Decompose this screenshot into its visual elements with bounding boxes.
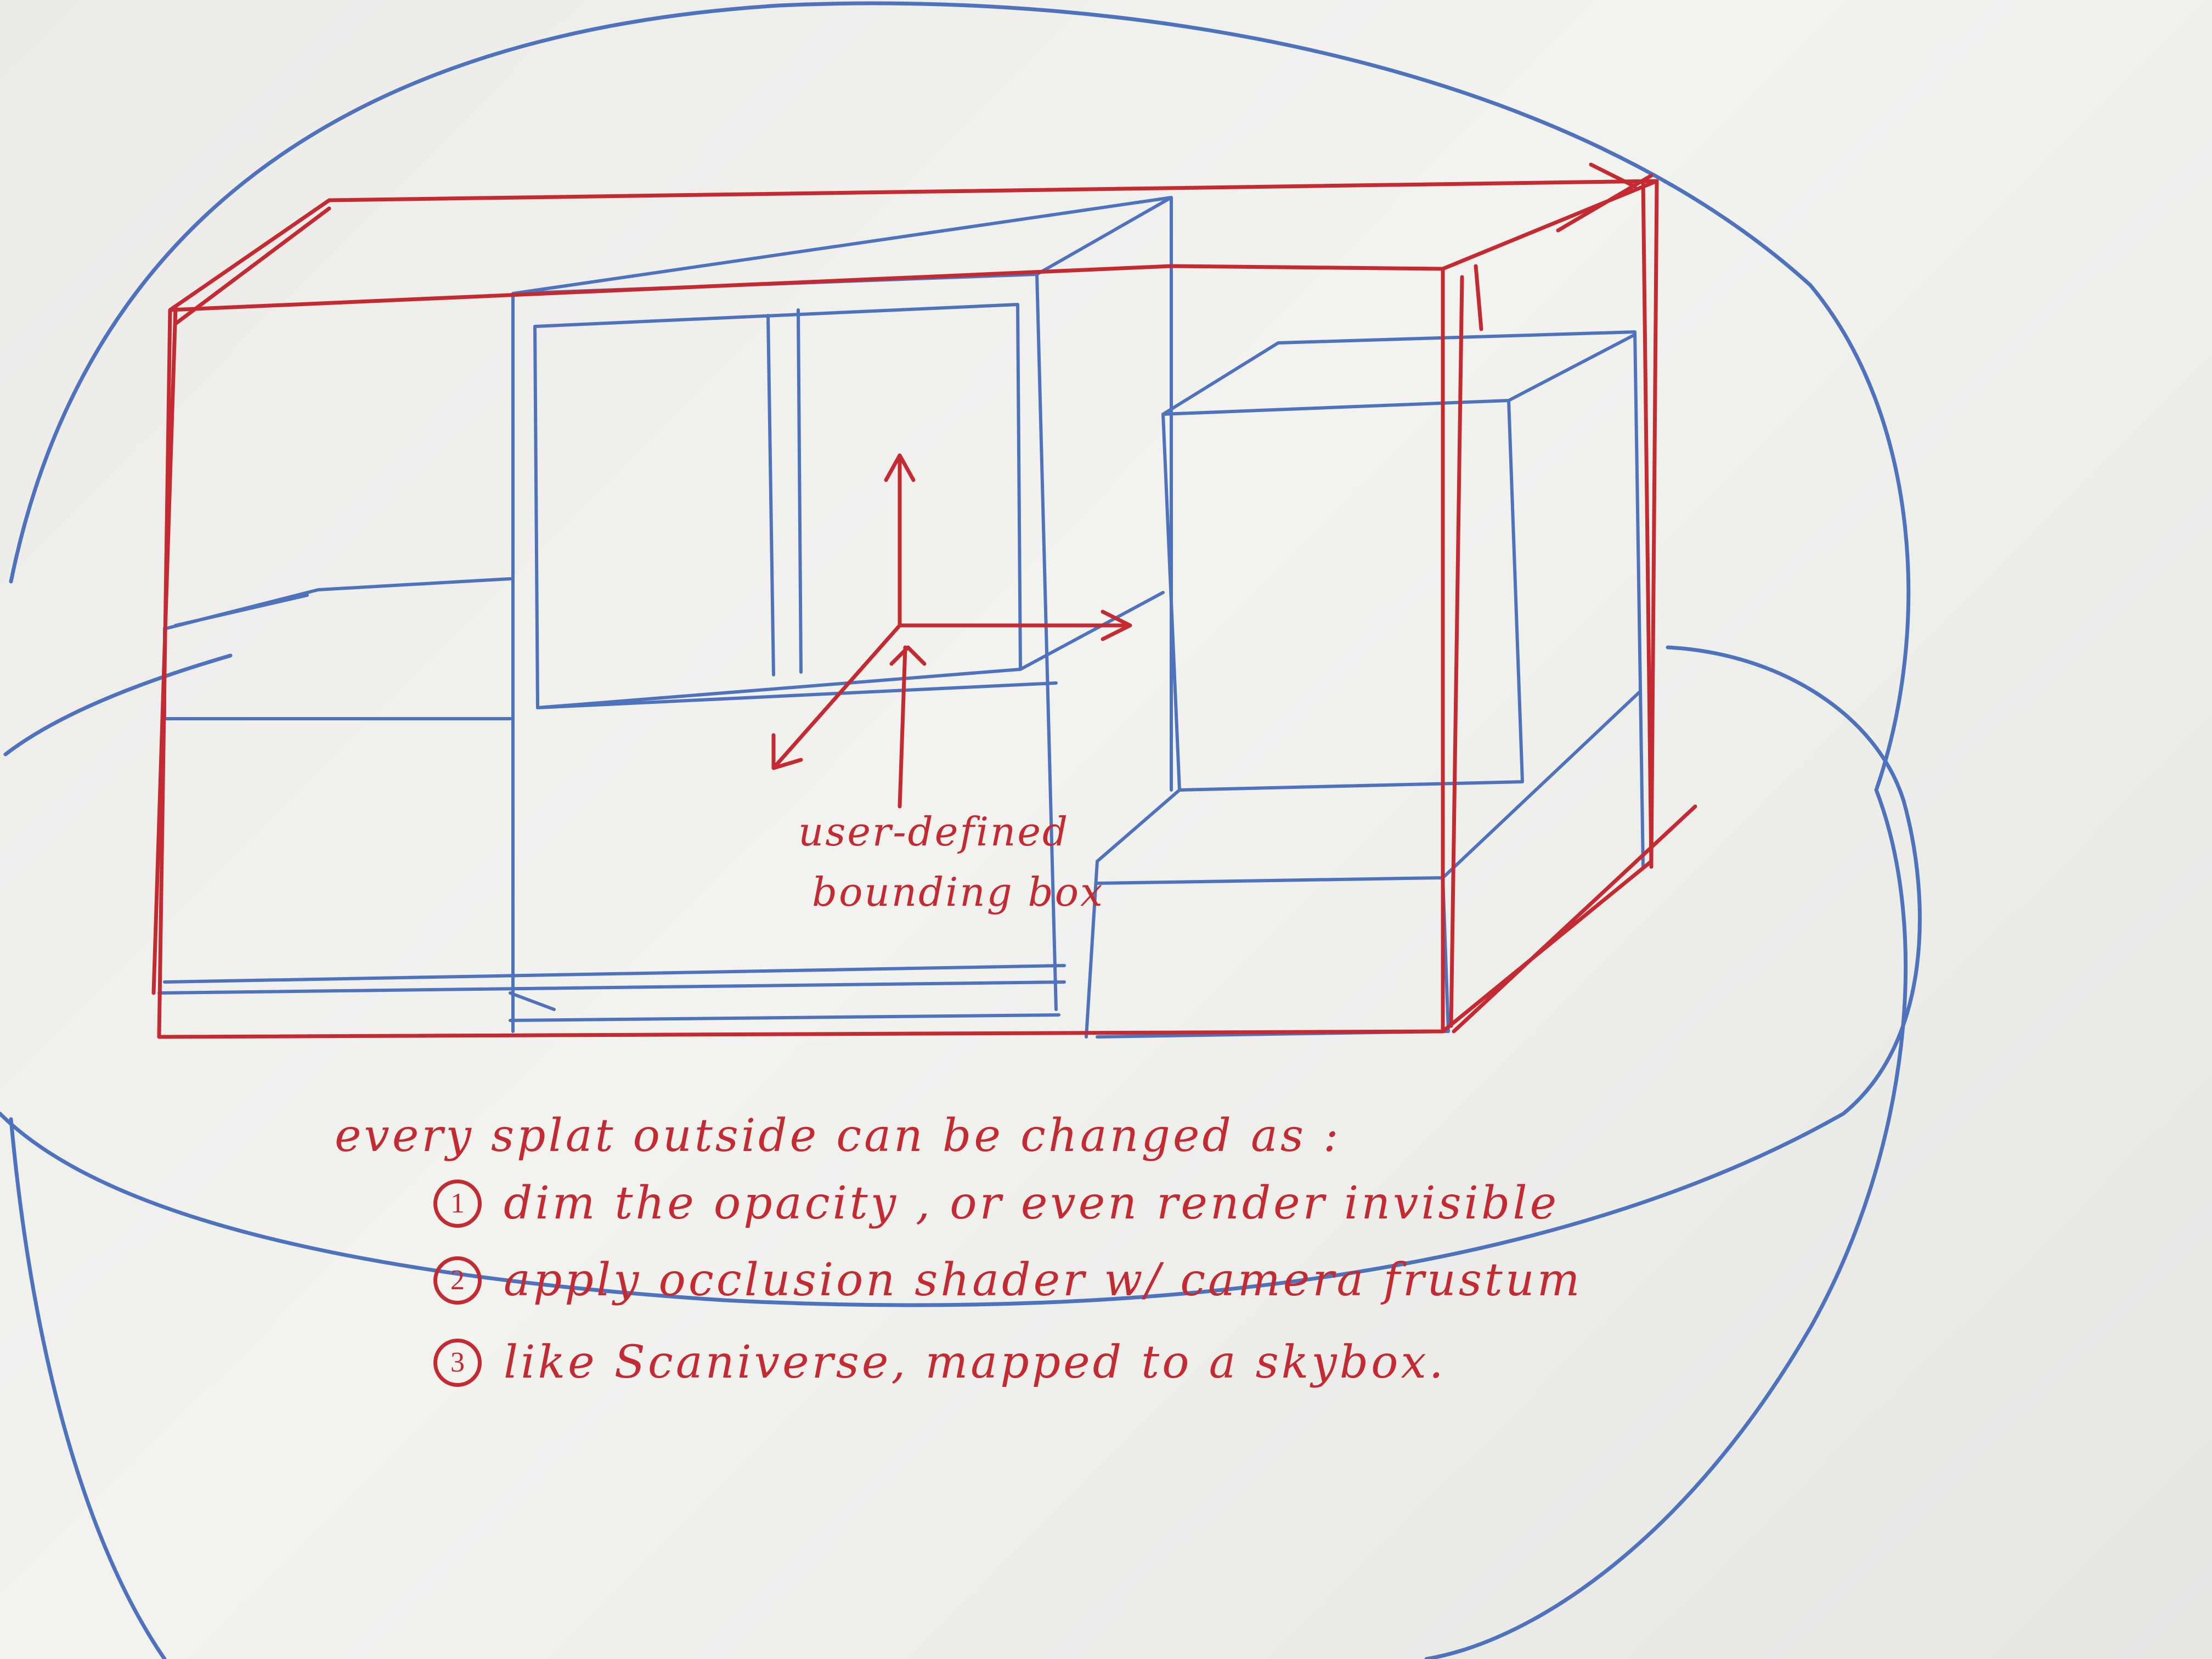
- left-table: [157, 577, 1066, 995]
- sphere-equator-front: [0, 799, 1922, 1307]
- note-item-2-text: apply occlusion shader w/ camera frustum: [504, 1254, 1583, 1306]
- note-item-1-text: dim the opacity , or even render invisib…: [504, 1177, 1560, 1229]
- sphere-outline: [9, 1, 1911, 1659]
- bbox-label-line2: bounding box: [812, 869, 1104, 915]
- notes-heading: every splat outside can be changed as :: [335, 1110, 1341, 1162]
- circled-number-2: 2: [433, 1256, 482, 1305]
- sphere-equator-back: [3, 645, 1906, 803]
- bounding-box: [151, 162, 1697, 1039]
- bbox-label-line1: user-defined: [798, 809, 1070, 855]
- note-item-3: 3 like Scaniverse, mapped to a skybox.: [433, 1339, 1446, 1387]
- shelf-unit: [511, 196, 1173, 1033]
- sphere: [0, 1, 1922, 1659]
- counter-lines: [163, 964, 1066, 1022]
- circled-number-3: 3: [433, 1339, 482, 1387]
- room-sketch: [157, 196, 1645, 1039]
- note-item-3-text: like Scaniverse, mapped to a skybox.: [504, 1336, 1446, 1389]
- axis-arrows: [771, 453, 1132, 809]
- note-item-2: 2 apply occlusion shader w/ camera frust…: [433, 1256, 1582, 1305]
- bounding-box-edges: [151, 162, 1697, 1039]
- circled-number-1: 1: [433, 1180, 482, 1228]
- note-item-1: 1 dim the opacity , or even render invis…: [433, 1180, 1559, 1228]
